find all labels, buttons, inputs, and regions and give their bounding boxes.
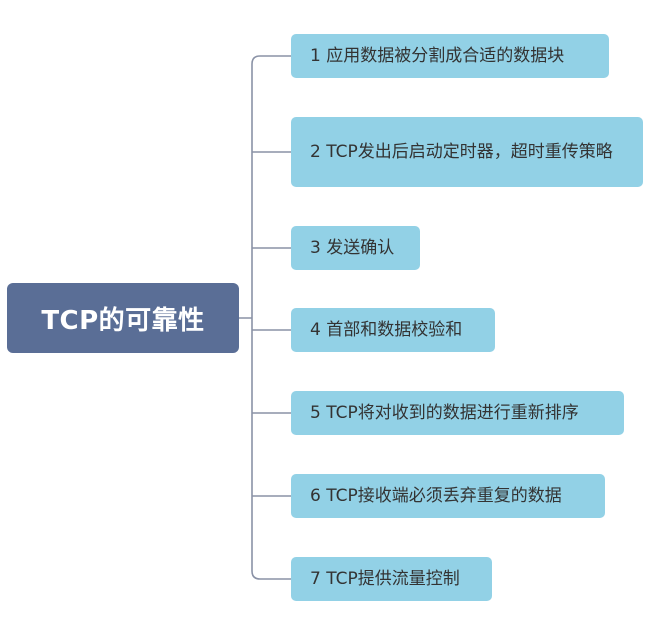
child-node-label: 7 TCP提供流量控制	[310, 569, 460, 589]
child-node-1[interactable]: 1 应用数据被分割成合适的数据块	[291, 34, 609, 78]
child-node-label: 1 应用数据被分割成合适的数据块	[310, 46, 565, 66]
child-node-2[interactable]: 2 TCP发出后启动定时器，超时重传策略	[291, 117, 643, 187]
child-node-7[interactable]: 7 TCP提供流量控制	[291, 557, 492, 601]
child-node-label: 4 首部和数据校验和	[310, 320, 463, 340]
child-node-label: 3 发送确认	[310, 238, 395, 258]
connector-trunk	[239, 64, 253, 571]
child-node-label: 6 TCP接收端必须丢弃重复的数据	[310, 486, 562, 506]
child-node-3[interactable]: 3 发送确认	[291, 226, 420, 270]
child-node-5[interactable]: 5 TCP将对收到的数据进行重新排序	[291, 391, 624, 435]
child-node-6[interactable]: 6 TCP接收端必须丢弃重复的数据	[291, 474, 605, 518]
child-node-label: 2 TCP发出后启动定时器，超时重传策略	[310, 142, 613, 162]
child-node-4[interactable]: 4 首部和数据校验和	[291, 308, 495, 352]
connector-branch-7	[251, 570, 291, 580]
root-node-label: TCP的可靠性	[41, 305, 205, 336]
root-node[interactable]: TCP的可靠性	[7, 283, 239, 353]
connector-branch-1	[251, 55, 291, 65]
child-node-label: 5 TCP将对收到的数据进行重新排序	[310, 403, 579, 423]
